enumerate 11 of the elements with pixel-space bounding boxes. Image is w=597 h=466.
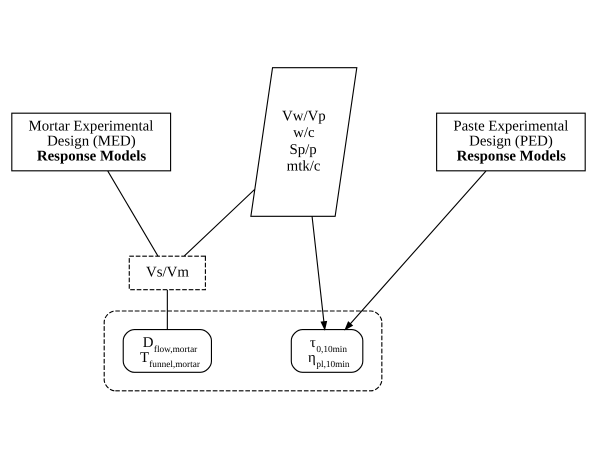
connector [184, 189, 255, 256]
cluster [104, 310, 382, 392]
node-box: τ$_{0,10min}$ η$_{pl,10min}$ [290, 329, 364, 373]
arrow [344, 170, 487, 331]
node-box: Mortar Experimental Design (MED) Response Models [11, 112, 172, 172]
arrow [312, 216, 328, 331]
node-box: D$_{flow,mortar}$ T$_{funnel,mortar}$ [122, 329, 212, 373]
node-box: Paste Experimental Design (PED) Response Models [436, 112, 586, 172]
connector [166, 290, 168, 330]
connector [107, 170, 158, 256]
node-box: Vs/Vm [128, 256, 206, 290]
